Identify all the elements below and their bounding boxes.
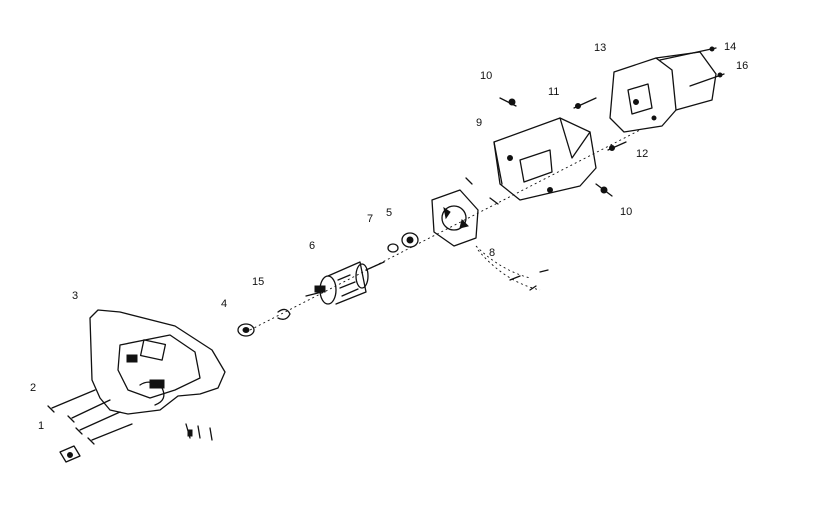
- callout-4: 4: [221, 298, 227, 310]
- callout-7: 7: [367, 213, 373, 225]
- callout-11: 11: [548, 86, 559, 98]
- assembly-axis: [249, 129, 641, 331]
- screws-part: [47, 389, 133, 463]
- callout-1: 1: [38, 420, 44, 432]
- end-cap-part: [609, 51, 717, 133]
- armature-part: [305, 261, 385, 305]
- callout-8: 8: [489, 247, 495, 259]
- front-housing-part: [89, 309, 226, 441]
- housing-screws-part: [499, 97, 627, 197]
- callout-10-lower: 10: [620, 206, 632, 218]
- callout-10-upper: 10: [480, 70, 492, 82]
- long-screws-part: [659, 46, 725, 87]
- callout-6: 6: [309, 240, 315, 252]
- callout-12: 12: [636, 148, 648, 160]
- callout-13: 13: [594, 42, 606, 54]
- callout-3: 3: [72, 290, 78, 302]
- clip-part: [277, 308, 291, 320]
- field-housing-part: [493, 117, 597, 201]
- brush-holder-part: [431, 177, 549, 291]
- callout-16: 16: [736, 60, 748, 72]
- washer-part: [387, 232, 419, 253]
- callout-15: 15: [252, 276, 264, 288]
- callout-14: 14: [724, 41, 736, 53]
- callout-9: 9: [476, 117, 482, 129]
- callout-2: 2: [30, 382, 36, 394]
- bearing-part: [237, 323, 255, 337]
- callout-5: 5: [386, 207, 392, 219]
